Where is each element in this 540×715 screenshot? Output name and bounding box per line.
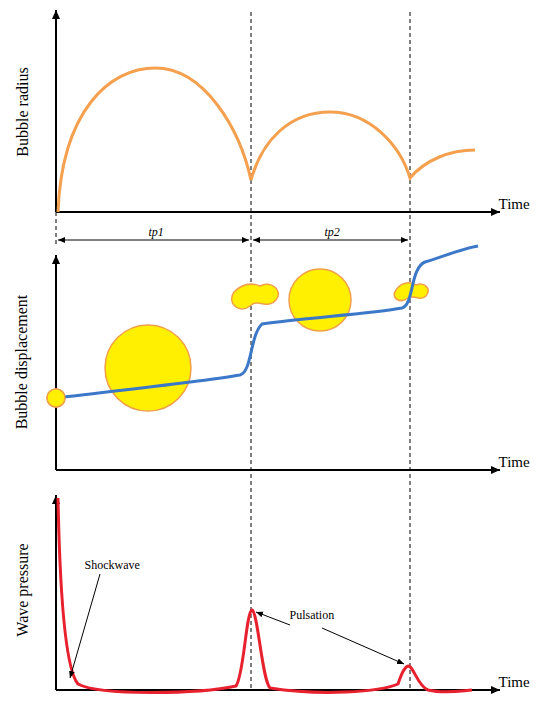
guide-lines (56, 12, 410, 690)
period-label: tp2 (323, 225, 342, 239)
axis-title: Bubble radius (14, 67, 30, 156)
axes (56, 10, 500, 690)
radius-curve (58, 68, 475, 212)
axis-label: Time (499, 197, 530, 212)
pressure-curve (58, 498, 472, 693)
axis-label: Time (499, 455, 530, 470)
axis-title: Bubble displacement (14, 295, 30, 430)
period-arrows (58, 240, 408, 241)
period-label: tp1 (147, 225, 166, 239)
initial-bubble (47, 389, 65, 407)
callout-label: Pulsation (288, 608, 337, 622)
axis-label: Time (499, 675, 530, 690)
bubbles (47, 269, 428, 411)
callout-arrows (70, 574, 404, 678)
axis-title: Wave pressure (14, 543, 30, 636)
callout-label: Shockwave (83, 558, 142, 572)
displacement-curve (56, 246, 478, 398)
